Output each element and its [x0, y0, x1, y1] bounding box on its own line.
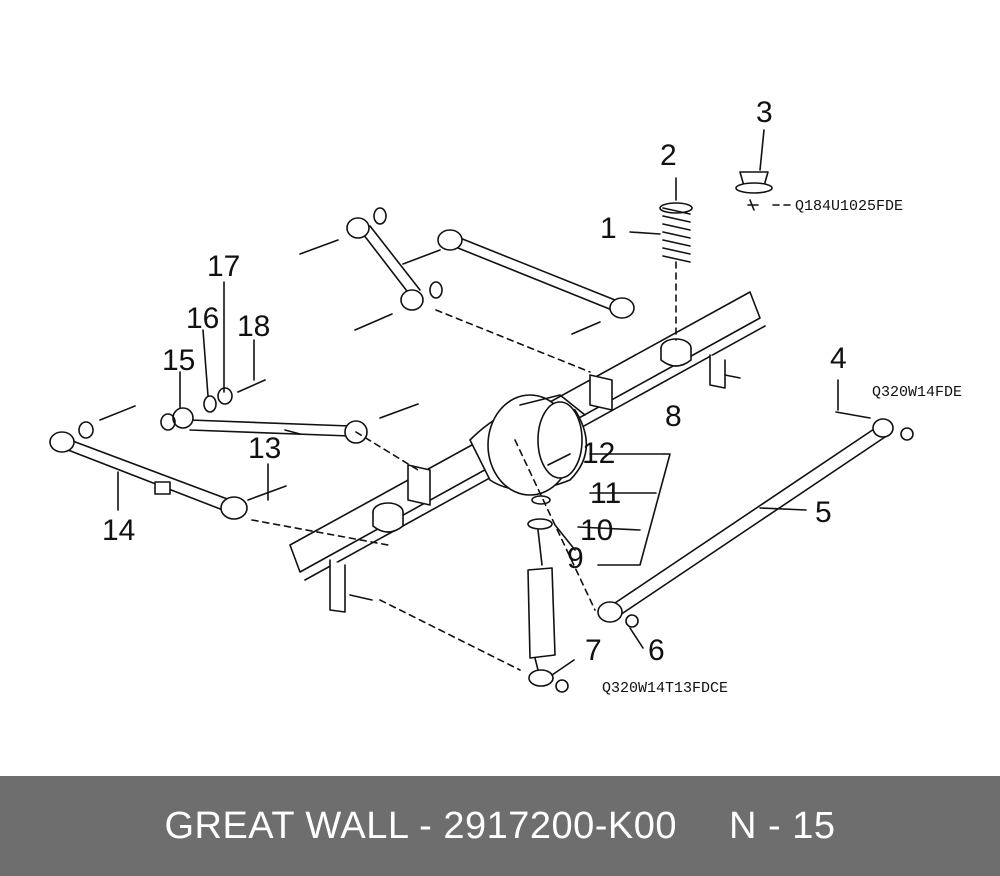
upper-links [299, 207, 635, 335]
callout-13: 13 [248, 432, 281, 465]
callout-16: 16 [186, 302, 219, 335]
axle-housing [289, 291, 766, 613]
callout-5: 5 [815, 496, 832, 529]
suspension-diagram: 1 2 3 4 5 6 7 8 9 10 11 12 13 14 15 16 1… [49, 96, 962, 697]
part-code-nut-bottom: Q320W14T13FDCE [602, 680, 728, 697]
shock-absorber [527, 495, 569, 693]
callout-1: 1 [600, 212, 617, 245]
callout-11: 11 [590, 477, 621, 510]
footer-banner: GREAT WALL - 2917200-K00 N - 15 [0, 776, 1000, 876]
callout-3: 3 [756, 96, 773, 129]
callout-18: 18 [237, 310, 270, 343]
footer-page: N - 15 [729, 804, 836, 847]
callout-15: 15 [162, 344, 195, 377]
callout-8: 8 [665, 400, 682, 433]
callout-9: 9 [567, 542, 584, 575]
leader-lines [117, 129, 839, 676]
panhard-rod [597, 411, 914, 628]
lower-links [49, 379, 419, 520]
callout-2: 2 [660, 139, 677, 172]
bump-stop-top [735, 171, 773, 211]
callout-12: 12 [582, 437, 615, 470]
callout-17: 17 [207, 250, 240, 283]
footer-brand-part: GREAT WALL - 2917200-K00 [164, 804, 678, 847]
part-code-bolt-top: Q184U1025FDE [795, 198, 903, 215]
callout-10: 10 [580, 514, 613, 547]
callout-4: 4 [830, 342, 847, 375]
part-code-nut-right: Q320W14FDE [872, 384, 962, 401]
callout-7: 7 [585, 634, 602, 667]
callout-6: 6 [648, 634, 665, 667]
callout-14: 14 [102, 514, 135, 547]
coil-spring [659, 202, 693, 263]
